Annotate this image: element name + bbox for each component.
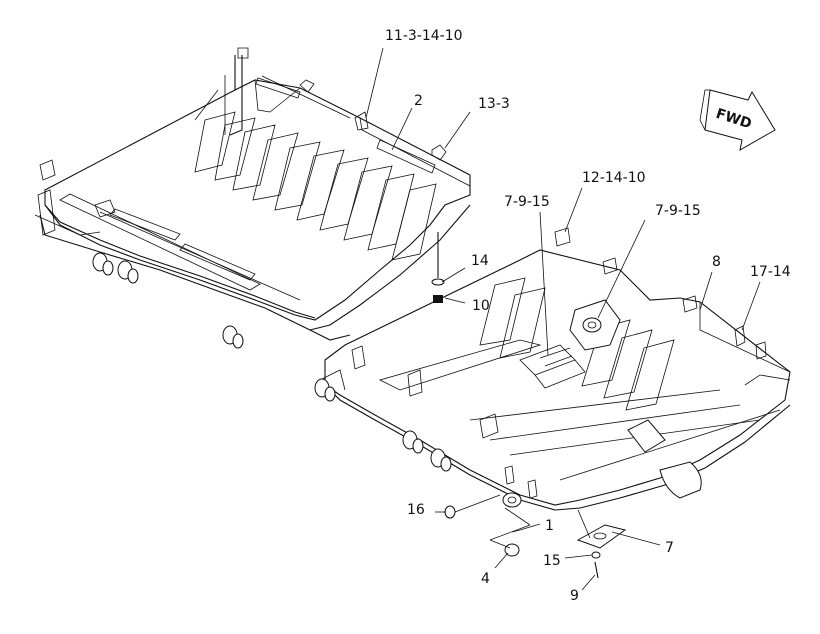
- callout-15: 15: [543, 553, 561, 569]
- callout-7-9-15-left: 7-9-15: [504, 194, 550, 210]
- leader-lines: [365, 47, 761, 591]
- lower-rollers: [314, 378, 452, 472]
- upper-platform: [34, 47, 471, 349]
- fwd-direction-arrow: FWD: [699, 89, 776, 151]
- callout-13-3: 13-3: [478, 96, 510, 112]
- callout-9: 9: [570, 588, 579, 604]
- callout-17-14: 17-14: [750, 264, 791, 280]
- callout-12-14-10: 12-14-10: [582, 170, 646, 186]
- callout-14: 14: [471, 253, 489, 269]
- callout-7: 7: [665, 540, 674, 556]
- callout-11-3-14-10: 11-3-14-10: [385, 28, 463, 44]
- callout-8: 8: [712, 254, 721, 270]
- loose-parts: [444, 492, 627, 579]
- lower-platform: [314, 227, 791, 511]
- callout-4: 4: [481, 571, 490, 587]
- callout-2: 2: [414, 93, 423, 109]
- callout-labels: 11-3-14-10 2 13-3 12-14-10 7-9-15 7-9-15…: [385, 28, 791, 604]
- callout-7-9-15-right: 7-9-15: [655, 203, 701, 219]
- callout-1: 1: [545, 518, 554, 534]
- upper-rollers: [92, 252, 244, 349]
- callout-16: 16: [407, 502, 425, 518]
- callout-10: 10: [472, 298, 490, 314]
